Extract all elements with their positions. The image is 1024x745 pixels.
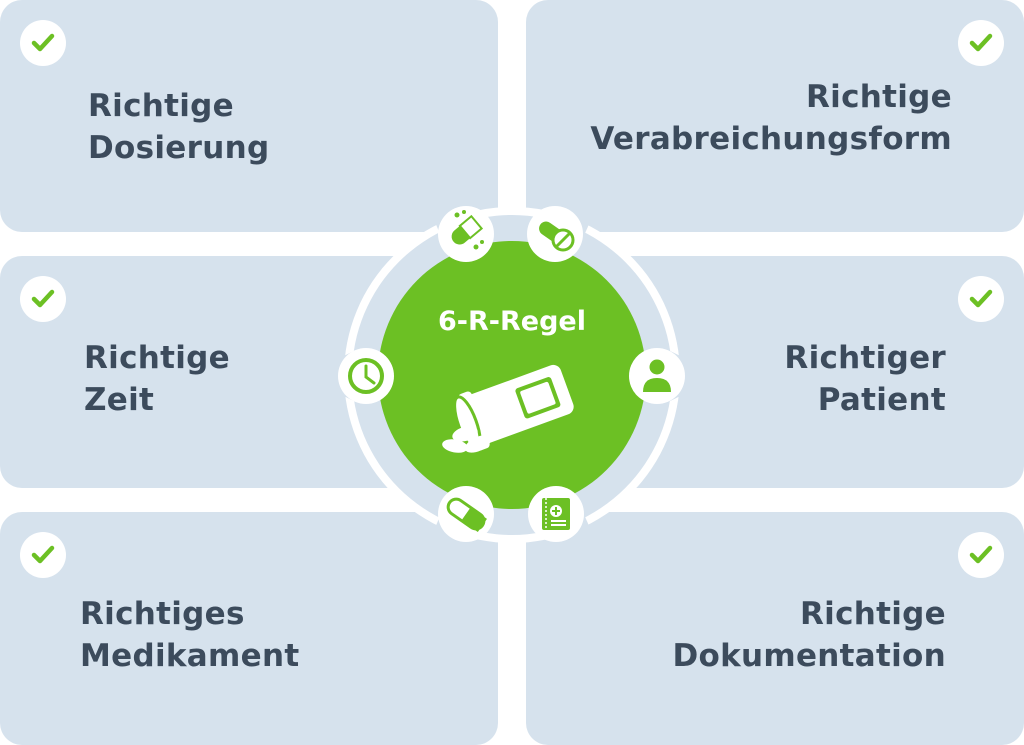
label-verabreichungsform: Richtige Verabreichungsform [590, 79, 952, 157]
card-zeit [0, 256, 498, 488]
check-icon-patient [958, 276, 1004, 322]
card-medikament [0, 512, 498, 745]
label-dokumentation: Richtige Dokumentation [672, 596, 946, 674]
check-icon-verabreichungsform [958, 20, 1004, 66]
hub-title: 6-R-Regel [438, 306, 586, 337]
check-icon-dosierung [20, 20, 66, 66]
card-verabreichungsform [526, 0, 1024, 232]
label-medikament: Richtiges Medikament [80, 596, 300, 674]
label-zeit: Richtige Zeit [84, 340, 231, 418]
check-icon-dokumentation [958, 532, 1004, 578]
card-dosierung [0, 0, 498, 232]
card-patient [526, 256, 1024, 488]
label-dosierung: Richtige Dosierung [88, 88, 270, 166]
label-patient: Richtiger Patient [784, 340, 946, 418]
check-icon-medikament [20, 532, 66, 578]
card-dokumentation [526, 512, 1024, 745]
check-icon-zeit [20, 276, 66, 322]
